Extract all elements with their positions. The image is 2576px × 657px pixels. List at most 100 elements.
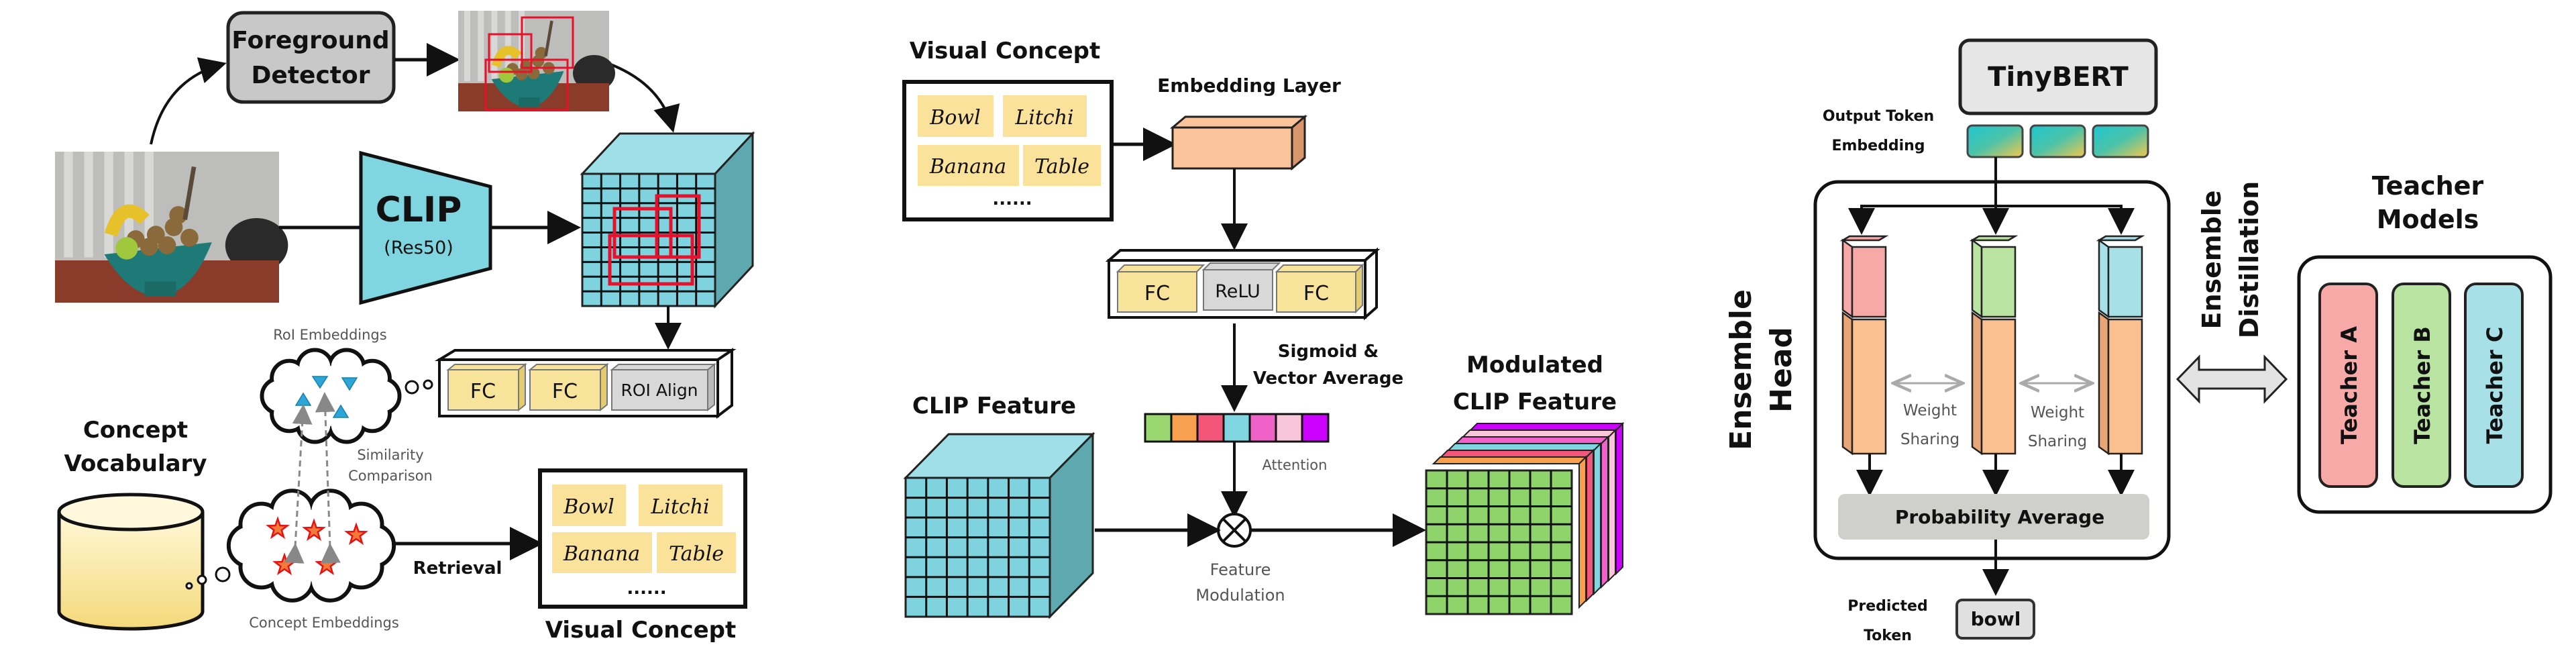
clip-feature-label: CLIP Feature xyxy=(912,393,1076,419)
roi-boxes xyxy=(608,194,701,286)
concept-embedding-cloud xyxy=(226,489,396,603)
concept-word: Litchi xyxy=(1014,106,1073,130)
channel-slice xyxy=(1608,428,1616,583)
svg-text:ROI Align: ROI Align xyxy=(621,381,698,400)
head-block xyxy=(2107,246,2143,318)
teacher-label: Teacher C xyxy=(2482,327,2508,444)
ensemble-head-column xyxy=(2096,235,2145,456)
panel-feature-modulation: Visual Concept Bowl Litchi Banana Table … xyxy=(902,38,1625,619)
attention-cell xyxy=(1196,413,1225,443)
cube-front xyxy=(904,476,1051,618)
channel-slice xyxy=(1615,421,1623,576)
clip-encoder: CLIP (Res50) xyxy=(359,150,492,305)
litchi xyxy=(180,228,199,247)
svg-text:ReLU: ReLU xyxy=(1215,281,1260,302)
channel-slice xyxy=(1468,423,1625,431)
svg-text:FC: FC xyxy=(1303,282,1329,305)
clip-backbone-label: (Res50) xyxy=(384,238,453,258)
concept-word: Table xyxy=(669,542,724,566)
head-side xyxy=(1971,238,1983,319)
ensemble-heads xyxy=(1839,235,2145,456)
concept-word: Table xyxy=(1034,155,1089,179)
concept-word: Banana xyxy=(563,542,640,566)
shared-layer-side xyxy=(1971,311,1983,456)
head-block xyxy=(1851,246,1887,318)
litchi xyxy=(515,68,528,81)
attention-cell xyxy=(1248,413,1277,443)
modulated-clip-feature-label: CLIP Feature xyxy=(1453,389,1617,415)
chair xyxy=(225,218,288,272)
predicted-token-box: bowl xyxy=(1955,599,2035,640)
concept-word: Bowl xyxy=(563,495,614,519)
modulated-clip-feature-cube xyxy=(1425,421,1625,615)
channel-slice xyxy=(1432,456,1588,464)
concept-word: Bowl xyxy=(929,106,980,130)
litchi xyxy=(158,236,176,254)
token-label: Token xyxy=(1864,627,1912,644)
probability-average-bar: Probability Average xyxy=(1838,494,2149,540)
channel-slice xyxy=(1446,443,1603,451)
svg-text:Ensemble: Ensemble xyxy=(1724,289,1758,450)
comparison-label: Comparison xyxy=(348,468,433,484)
channel-slice xyxy=(1586,448,1594,603)
teacher-label: Teacher B xyxy=(2410,326,2435,444)
foreground-detector-box: Foreground Detector xyxy=(226,11,396,104)
ensemble-head-title: Ensemble Head xyxy=(1724,289,1799,450)
channel-slice xyxy=(1601,435,1609,589)
modulated-label: Modulated xyxy=(1466,352,1603,378)
roi-head-module: FC FC ROI Align xyxy=(434,348,737,419)
tinybert-box: TinyBERT xyxy=(1958,38,2158,115)
output-token-label: Output Token xyxy=(1823,108,1934,125)
svg-text:bowl: bowl xyxy=(1971,608,2021,630)
clip-label: CLIP xyxy=(376,190,462,230)
fc-block-1: FC xyxy=(446,362,527,412)
panel-ensemble-distillation: TinyBERT Output Token Embedding Weight S… xyxy=(1724,38,2553,644)
detected-image xyxy=(458,11,615,111)
cloud-fill xyxy=(278,366,384,426)
svg-text:......: ...... xyxy=(992,189,1032,209)
teacher-model-a xyxy=(2318,283,2378,488)
clip-feature-cube xyxy=(903,432,1095,619)
fc-block-2: FC xyxy=(528,362,609,412)
svg-text:FC: FC xyxy=(1144,282,1170,305)
banana xyxy=(104,204,150,237)
detection-box xyxy=(488,33,533,73)
visual-concept-box: Bowl Litchi Banana Table ...... xyxy=(902,80,1114,221)
lime xyxy=(498,67,515,83)
lime xyxy=(115,237,138,260)
litchi xyxy=(169,206,188,224)
vector-average-label: Vector Average xyxy=(1253,368,1403,389)
curtain-stripe xyxy=(84,152,93,258)
head-side xyxy=(1841,238,1854,319)
head-block xyxy=(1980,246,2017,318)
curtain-stripe xyxy=(104,152,113,258)
bowl-stand xyxy=(144,281,176,297)
clip-feature-map xyxy=(580,131,755,309)
weight-sharing-label: Sharing xyxy=(1900,431,1960,448)
fc-block-2: FC xyxy=(1275,263,1364,314)
shared-layer-side xyxy=(1841,311,1854,456)
bowl-stand xyxy=(519,97,540,107)
shared-layer-block xyxy=(1851,318,1887,455)
detection-box xyxy=(484,58,569,111)
models-label: Models xyxy=(2377,205,2479,234)
concept-vocabulary-database-icon xyxy=(57,493,205,631)
concept-label: Concept xyxy=(83,417,188,444)
detector-label: Detector xyxy=(252,62,370,89)
vocabulary-label: Vocabulary xyxy=(64,450,207,477)
similarity-label: Similarity xyxy=(357,447,423,463)
weight-sharing-label: Sharing xyxy=(2028,433,2087,450)
channel-slice xyxy=(1578,455,1587,609)
ensemble-distillation-title: Ensemble Distillation xyxy=(2197,181,2264,338)
chair xyxy=(573,55,615,91)
embedding-layer-label: Embedding Layer xyxy=(1157,74,1341,97)
head-top xyxy=(1969,235,2019,242)
ensemble-head-column xyxy=(1969,235,2019,456)
channel-slice xyxy=(1461,429,1617,438)
litchi xyxy=(527,67,540,79)
ensemble-head-column xyxy=(1839,235,1889,456)
weight-sharing-label: Weight xyxy=(1903,402,1957,419)
cloud-fill xyxy=(248,509,375,582)
